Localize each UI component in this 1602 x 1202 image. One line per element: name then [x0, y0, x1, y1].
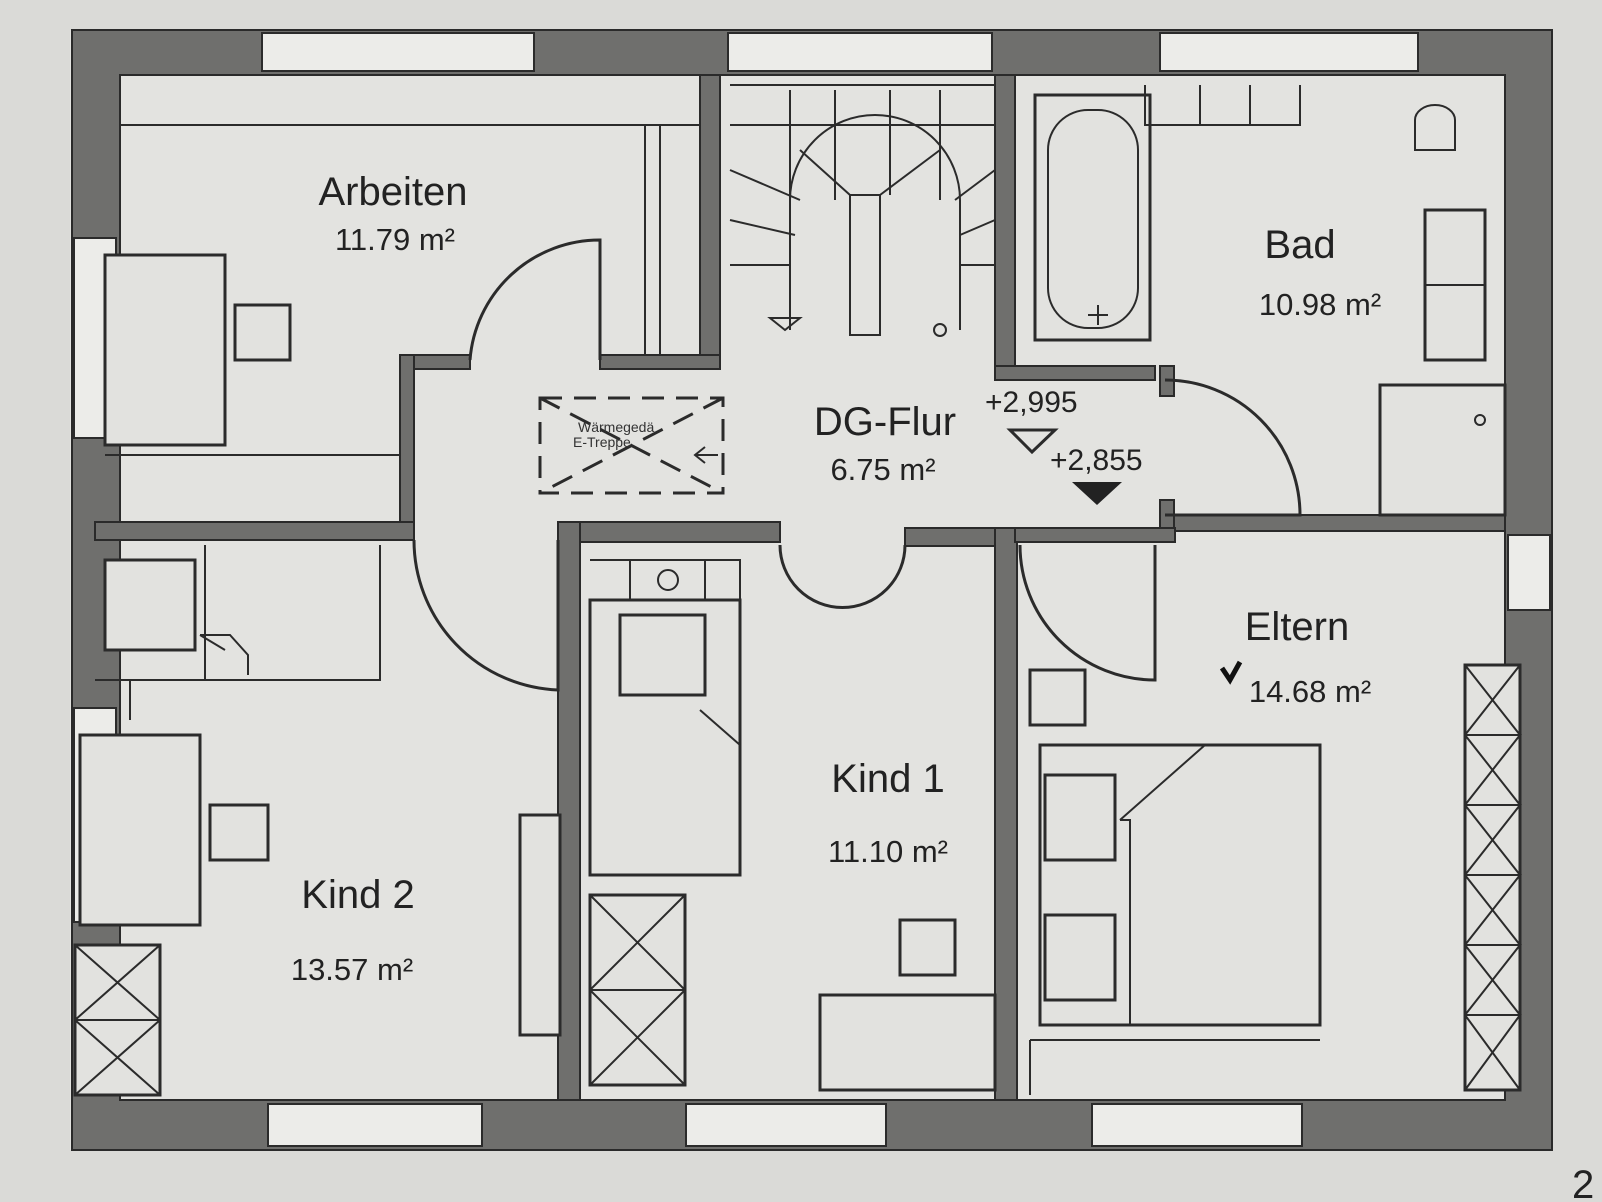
- stair-note-line2: E-Treppe: [573, 434, 631, 450]
- room-area-dg-flur: 6.75 m²: [830, 452, 935, 487]
- level-triangle-open-icon: [1006, 428, 1059, 455]
- room-name-dg-flur: DG-Flur: [814, 400, 956, 444]
- stair-note-line1: Wärmegedä: [578, 419, 654, 435]
- stair-opening-marker: Wärmegedä E-Treppe: [538, 396, 725, 495]
- room-labels: Arbeiten 11.79 m² DG-Flur 6.75 m² Bad 10…: [291, 170, 1381, 987]
- level-markers: +2,995 +2,855: [985, 386, 1143, 505]
- room-name-kind1: Kind 1: [831, 757, 944, 801]
- checkmark-icon: [1219, 660, 1243, 685]
- room-name-bad: Bad: [1264, 223, 1335, 267]
- room-name-kind2: Kind 2: [301, 873, 414, 917]
- room-name-arbeiten: Arbeiten: [319, 170, 468, 214]
- level-upper: +2,995: [985, 386, 1078, 419]
- interior-walls: [94, 74, 1506, 1101]
- windows: [73, 32, 1551, 1147]
- arbeiten-furniture: [103, 124, 700, 456]
- eltern-furniture: [1028, 660, 1523, 1095]
- room-area-arbeiten: 11.79 m²: [335, 222, 455, 257]
- room-area-eltern: 14.68 m²: [1249, 674, 1371, 709]
- bath-fixtures: [1033, 85, 1507, 517]
- level-triangle-filled-icon: [1072, 482, 1122, 505]
- room-area-kind2: 13.57 m²: [291, 952, 413, 987]
- kind1-furniture: [588, 559, 997, 1092]
- room-name-eltern: Eltern: [1245, 605, 1350, 649]
- level-lower: +2,855: [1050, 444, 1143, 477]
- staircase: [729, 84, 996, 337]
- page-number: 2: [1572, 1163, 1594, 1202]
- room-area-bad: 10.98 m²: [1259, 287, 1381, 322]
- door-swings: [412, 238, 1302, 692]
- room-area-kind1: 11.10 m²: [828, 834, 948, 869]
- kind2-furniture: [73, 545, 562, 1097]
